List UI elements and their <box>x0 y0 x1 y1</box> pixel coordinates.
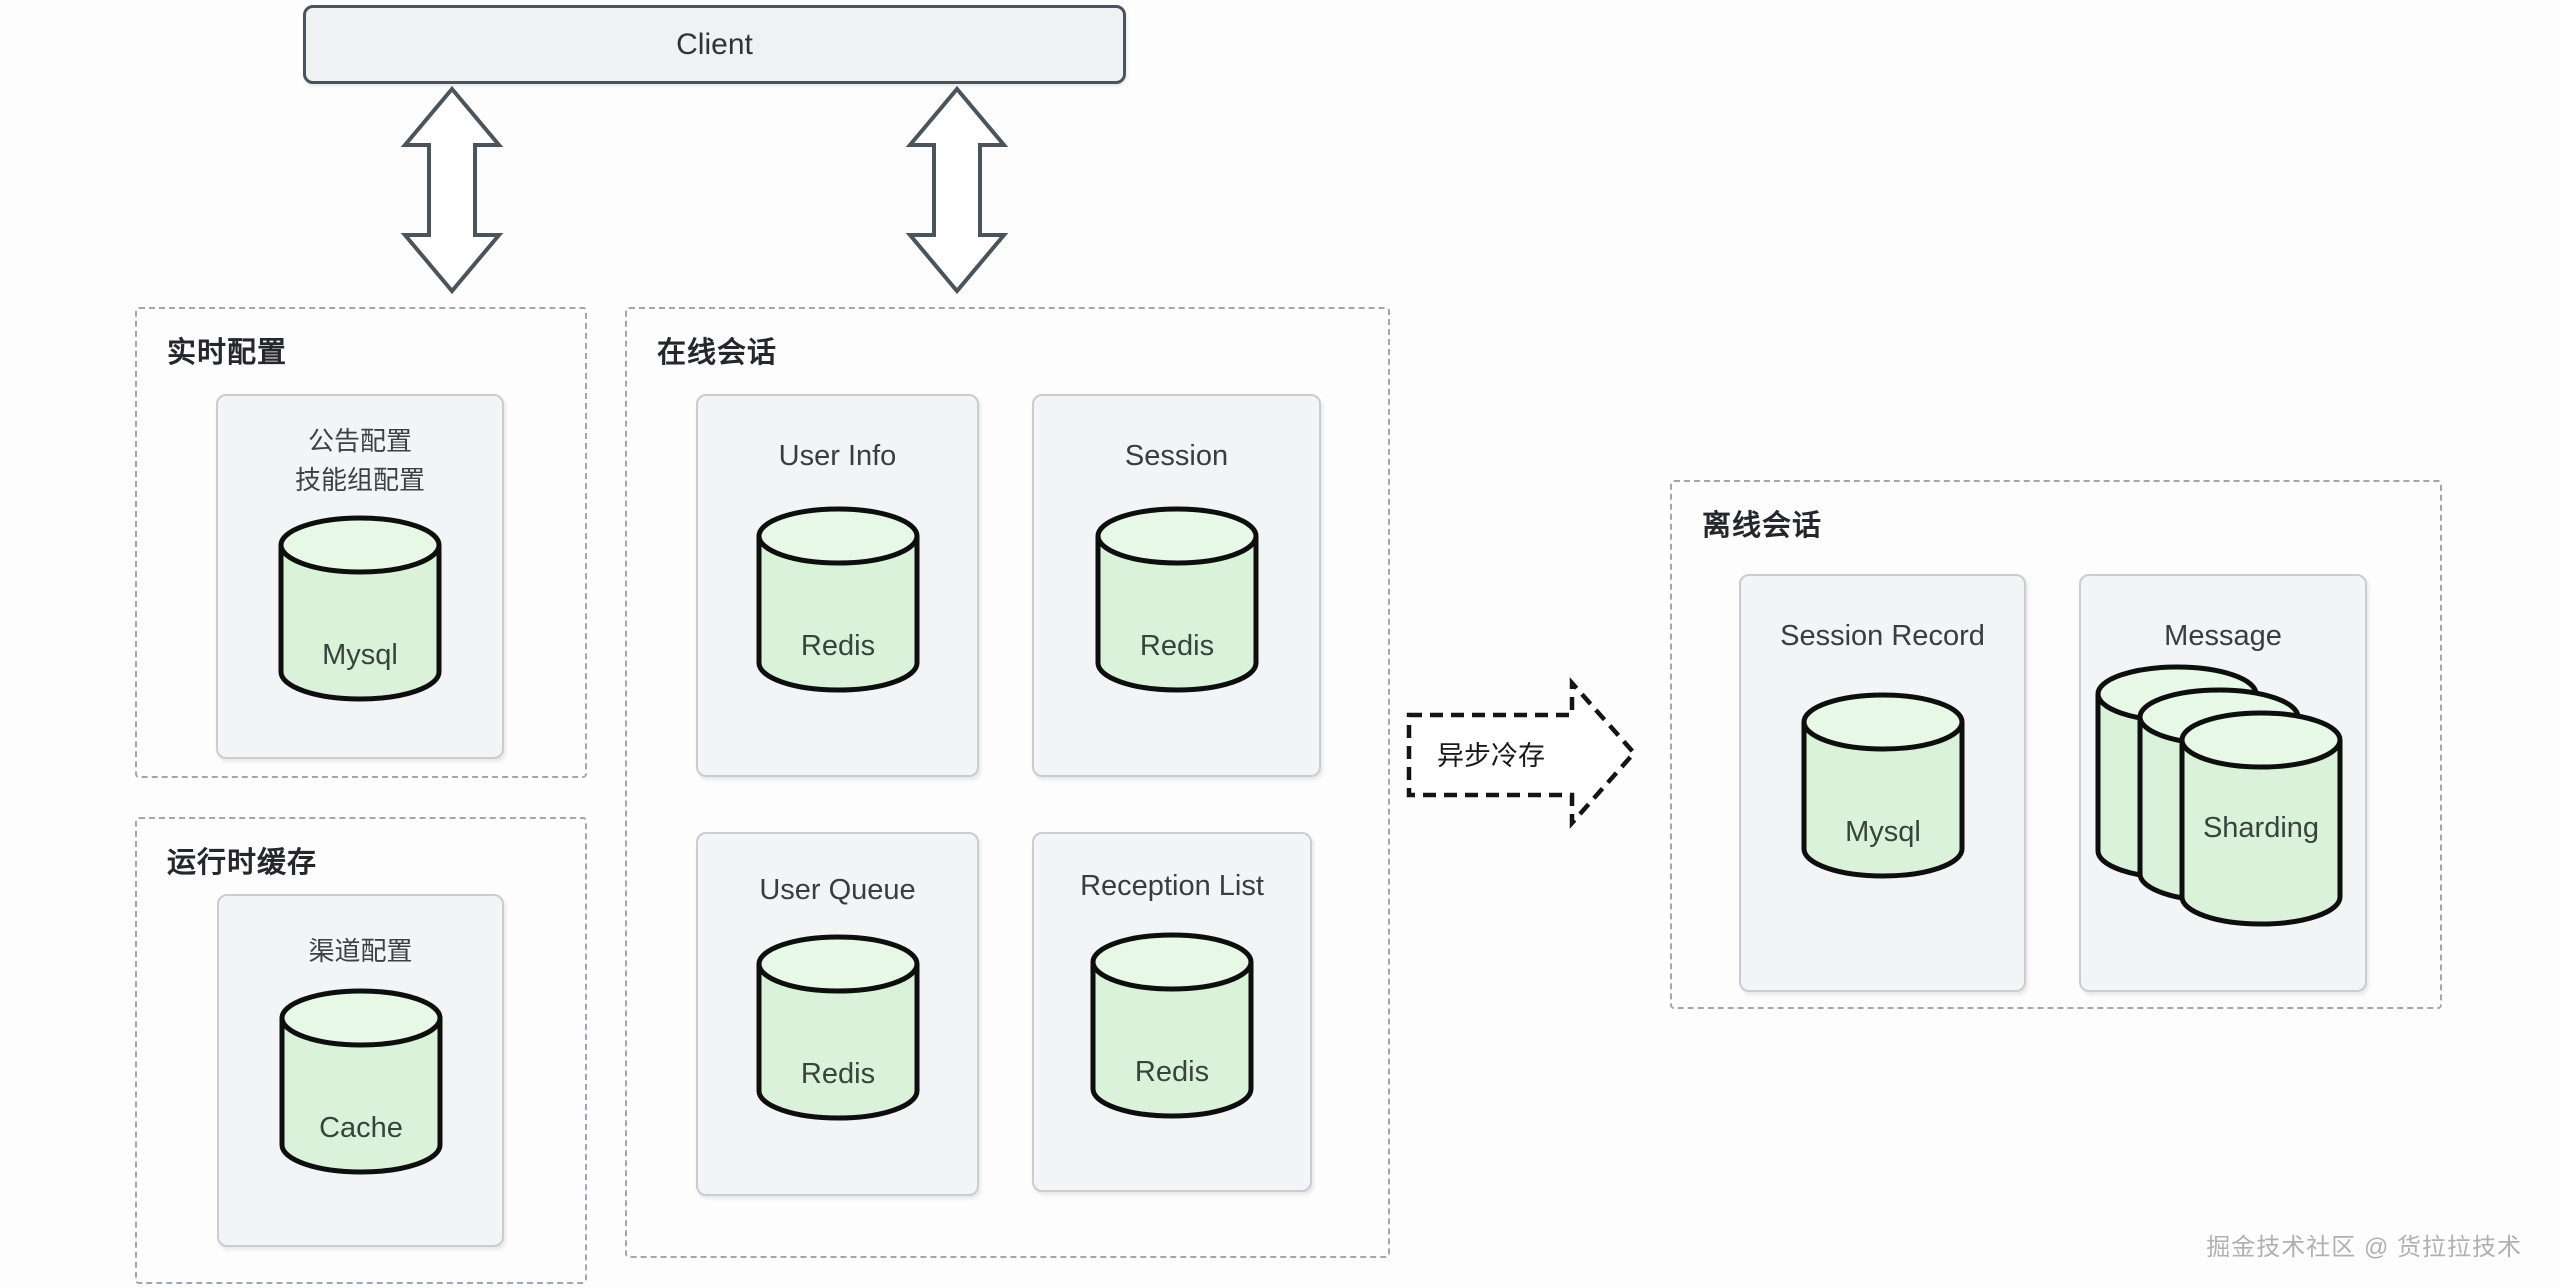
card-message: Message Sharding <box>2079 574 2367 992</box>
card-text-line: 渠道配置 <box>308 936 413 966</box>
card-title: User Info <box>778 440 897 472</box>
card-text-line: 技能组配置 <box>294 465 425 495</box>
database-label: Mysql <box>1845 816 1921 848</box>
card-session-record: Session Record Mysql <box>1739 574 2026 992</box>
card-title: User Queue <box>759 874 916 906</box>
card-user-queue: User Queue Redis <box>696 832 979 1196</box>
database-label: Mysql <box>322 639 398 671</box>
card-title: Session <box>1124 440 1229 472</box>
database-cylinder-icon: Redis <box>1090 932 1254 1119</box>
group-online-session: 在线会话 User Info Redis Session Redis User … <box>625 307 1390 1258</box>
group-title-realtime: 实时配置 <box>167 337 288 369</box>
database-label: Redis <box>1135 1056 1209 1088</box>
database-cylinder-icon: Cache <box>279 988 442 1175</box>
group-runtime-cache: 运行时缓存 渠道配置 Cache <box>135 817 587 1284</box>
client-label: Client <box>676 27 753 61</box>
group-title-offline: 离线会话 <box>1702 510 1823 542</box>
card-title: Reception List <box>1080 870 1264 902</box>
database-cylinder-icon: Redis <box>756 506 919 693</box>
database-cylinder-icon: Redis <box>1095 506 1258 693</box>
card-announce-config: 公告配置 技能组配置 Mysql <box>216 394 504 759</box>
double-arrow-icon-left <box>400 85 504 295</box>
group-title-runtime: 运行时缓存 <box>167 847 318 879</box>
card-channel-config: 渠道配置 Cache <box>217 894 504 1247</box>
card-user-info: User Info Redis <box>696 394 979 777</box>
database-label: Cache <box>319 1112 403 1144</box>
database-label: Redis <box>800 630 874 662</box>
database-label: Sharding <box>2203 812 2319 844</box>
card-title: Message <box>2164 620 2282 652</box>
database-cylinder-icon: Mysql <box>1801 692 1964 879</box>
database-cylinder-icon: Mysql <box>278 515 442 702</box>
database-cylinder-icon: Redis <box>756 934 919 1121</box>
card-session: Session Redis <box>1032 394 1321 777</box>
group-offline-session: 离线会话 Session Record Mysql Message <box>1670 480 2442 1009</box>
database-label: Redis <box>1139 630 1213 662</box>
card-reception-list: Reception List Redis <box>1032 832 1312 1192</box>
client-node: Client <box>303 5 1126 84</box>
double-arrow-icon-right <box>905 85 1009 295</box>
database-label: Redis <box>800 1058 874 1090</box>
async-arrow-label: 异步冷存 <box>1437 741 1545 771</box>
card-title: Session Record <box>1780 620 1985 652</box>
card-text-line: 公告配置 <box>307 426 412 456</box>
async-cold-storage-arrow-icon: 异步冷存 <box>1406 677 1638 829</box>
sharded-database-stack-icon: Sharding <box>2095 664 2343 927</box>
watermark: 掘金技术社区 @ 货拉拉技术 <box>2206 1234 2522 1261</box>
group-title-online: 在线会话 <box>657 337 778 369</box>
group-realtime-config: 实时配置 公告配置 技能组配置 Mysql <box>135 307 587 778</box>
